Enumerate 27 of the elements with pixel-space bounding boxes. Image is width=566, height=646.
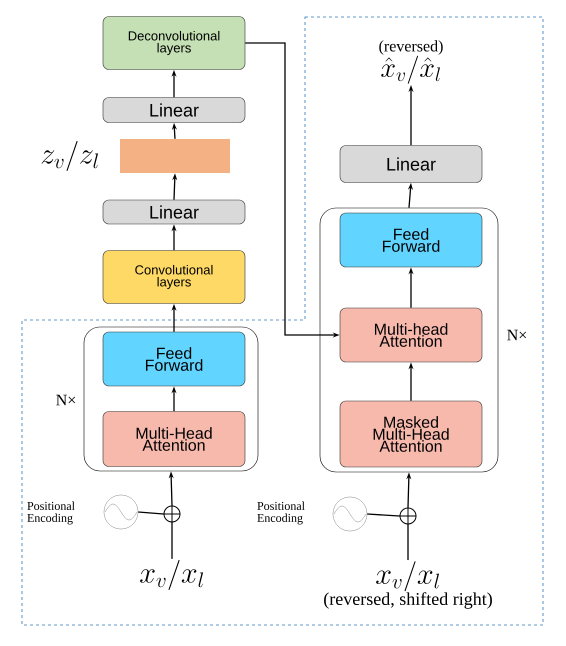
adder-circle — [163, 505, 181, 523]
positional-encoding-label: Positional Encoding — [27, 502, 75, 524]
sine-wave-circle — [332, 496, 368, 532]
latent-bar — [120, 139, 230, 173]
connector-line — [367, 513, 400, 517]
latent-formula: $z_v/z_l$ — [42, 141, 98, 171]
attention-box: Multi-Head Attention — [102, 411, 246, 467]
linear-box: Linear — [102, 200, 246, 224]
attention-box: Multi-head Attention — [340, 308, 482, 362]
input-label: $x_v/x_l$ (reversed, shifted right) — [324, 561, 492, 609]
deconvolution-box: Deconvolutional layers — [102, 16, 246, 70]
connector-line — [407, 524, 409, 560]
feed-forward-box: Feed Forward — [102, 332, 246, 386]
adder-circle — [399, 507, 417, 525]
repeat-label: N× — [507, 330, 526, 340]
linear-box: Linear — [102, 97, 246, 123]
connector-line — [138, 511, 164, 515]
convolution-box: Convolutional layers — [102, 250, 246, 304]
repeat-label: N× — [56, 394, 76, 406]
feed-forward-box: Feed Forward — [340, 212, 482, 268]
linear-box: Linear — [340, 145, 482, 183]
positional-encoding-label: Positional Encoding — [257, 502, 305, 524]
input-formula: $x_v/x_l$ — [140, 560, 204, 590]
output-label: (reversed) $\hat{x}_v/\hat{x}_l$ — [379, 40, 443, 84]
masked-attention-box: Masked Multi-Head Attention — [340, 400, 482, 468]
connector-line — [171, 522, 173, 559]
sine-wave-circle — [104, 494, 138, 530]
